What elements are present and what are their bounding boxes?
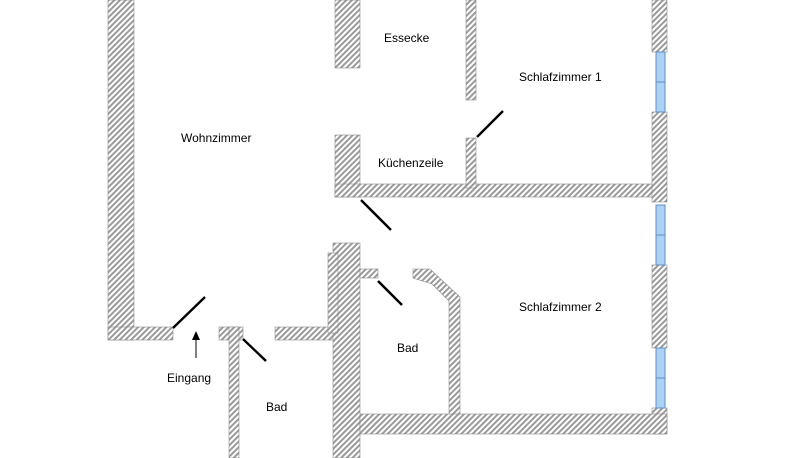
wall-living-west: [107, 0, 135, 341]
door-entrance: [172, 296, 206, 329]
wall-bath-lower-west: [228, 326, 240, 458]
arrow-up-icon: [192, 331, 200, 358]
label-eingang: Eingang: [167, 371, 211, 385]
wall-east-upper: [651, 0, 668, 53]
wall-central-cap: [327, 252, 339, 334]
door-bath-inner: [377, 280, 403, 306]
door-bedroom-1: [476, 110, 504, 138]
door-bath-lower: [242, 338, 267, 362]
label-schlafzimmer-1: Schlafzimmer 1: [519, 70, 602, 84]
label-bad-inner: Bad: [397, 341, 418, 355]
label-kuechenzeile: Küchenzeile: [378, 156, 444, 170]
label-essecke: Essecke: [384, 31, 430, 45]
wall-dining-east: [465, 0, 477, 101]
wall-south-corridor: [359, 413, 668, 435]
wall-dining-west: [334, 0, 361, 69]
label-schlafzimmer-2: Schlafzimmer 2: [519, 300, 602, 314]
wall-living-south-left: [107, 326, 174, 341]
wall-bath-inner-angled: [412, 268, 461, 419]
wall-living-south-right: [274, 326, 336, 341]
doors: [172, 110, 504, 362]
wall-east-middle: [651, 111, 668, 203]
door-kitchen-corridor: [360, 199, 392, 231]
wall-kitchen-east: [465, 137, 477, 189]
wall-east-lower: [651, 264, 668, 349]
label-bad-lower: Bad: [266, 400, 287, 414]
wall-kitchen-south: [334, 183, 664, 198]
label-wohnzimmer: Wohnzimmer: [181, 131, 251, 145]
wall-central-vertical: [332, 242, 361, 458]
walls: [107, 0, 668, 458]
wall-bath-inner-north-stub: [359, 268, 379, 279]
windows: [655, 51, 666, 409]
room-labels: Essecke Schlafzimmer 1 Wohnzimmer Küchen…: [167, 31, 602, 414]
